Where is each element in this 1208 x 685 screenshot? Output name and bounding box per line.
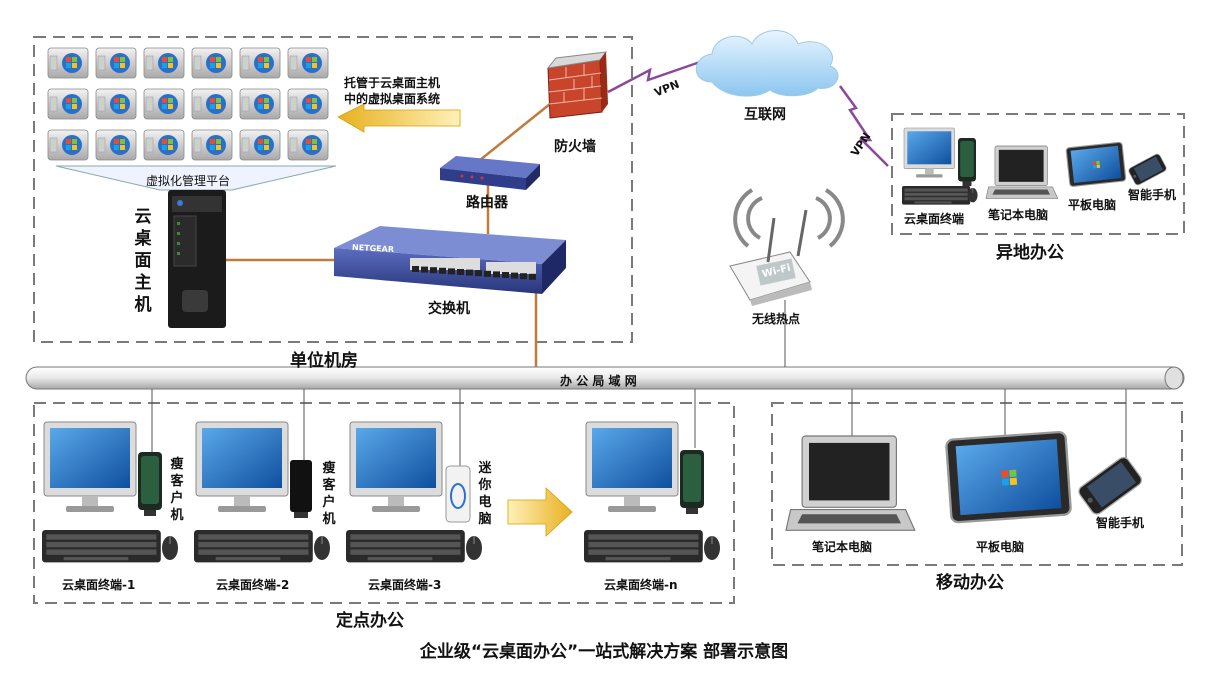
router-device xyxy=(440,156,540,190)
mobile-phone-label: 智能手机 xyxy=(1096,516,1145,530)
remote-laptop-label: 笔记本电脑 xyxy=(988,208,1049,222)
fixed-thinclient-n xyxy=(680,450,704,514)
remote-keyboard xyxy=(902,186,971,205)
fixed-keyboard-n xyxy=(584,530,703,563)
fixed-minipc-3 xyxy=(445,465,471,523)
virtual-desktop-icon xyxy=(287,47,329,79)
virtual-desktop-icon xyxy=(95,47,137,79)
fixed-monitor-3 xyxy=(349,421,443,513)
fixed-terminal-3-label: 云桌面终端-3 xyxy=(368,578,442,592)
fixed-office-title: 定点办公 xyxy=(336,611,404,631)
virtual-desktop-icon xyxy=(47,129,89,161)
vpn-link-firewall xyxy=(607,60,701,94)
fixed-mouse-n xyxy=(703,535,721,561)
virtual-desktop-icon xyxy=(239,47,281,79)
switch-label: 交换机 xyxy=(428,301,470,317)
fixed-keyboard-1 xyxy=(42,530,161,563)
router-label: 路由器 xyxy=(466,195,508,211)
virtual-desktop-icon xyxy=(47,47,89,79)
fixed-thinclient-1 xyxy=(138,452,162,516)
mobile-office-title: 移动办公 xyxy=(936,573,1004,593)
diagram-caption: 企业级“云桌面办公”一站式解决方案 部署示意图 xyxy=(419,642,789,662)
virtual-desktop-icon xyxy=(239,129,281,161)
virtual-desktop-icon xyxy=(191,47,233,79)
mini-pc-label: 迷你电脑 xyxy=(478,461,492,527)
remote-tablet-label: 平板电脑 xyxy=(1068,198,1117,212)
lan-bus-label: 办 公 局 域 网 xyxy=(560,374,637,388)
remote-phone-label: 智能手机 xyxy=(1128,188,1177,202)
fixed-mouse-2 xyxy=(313,535,331,561)
fixed-terminal-1-label: 云桌面终端-1 xyxy=(62,578,136,592)
server-tower xyxy=(168,190,226,328)
virtual-desktop-icon xyxy=(143,129,185,161)
virtual-desktop-icon xyxy=(287,88,329,120)
mobile-laptop-label: 笔记本电脑 xyxy=(812,540,873,554)
remote-terminal-label: 云桌面终端 xyxy=(904,212,965,226)
virtual-desktop-icon xyxy=(143,47,185,79)
remote-phone xyxy=(1127,152,1168,187)
lan-bus xyxy=(25,366,1185,390)
virtual-desktop-icon xyxy=(95,88,137,120)
remote-office-zone xyxy=(891,113,1185,235)
internet-label: 互联网 xyxy=(744,107,786,123)
hosted-arrow xyxy=(337,103,461,133)
vpn-link-remote xyxy=(838,85,889,167)
fixed-keyboard-3 xyxy=(346,530,465,563)
virtualization-platform-label: 虚拟化管理平台 xyxy=(146,174,231,188)
virtual-desktop-icon xyxy=(191,88,233,120)
cloud-host-label: 云桌面主机 xyxy=(134,207,152,315)
fixed-thinclient-2 xyxy=(290,460,312,518)
cables xyxy=(225,99,556,367)
ellipsis-arrow xyxy=(507,487,573,537)
firewall-label: 防火墙 xyxy=(554,139,596,155)
mobile-tablet-label: 平板电脑 xyxy=(976,540,1025,554)
firewall-device xyxy=(546,51,608,119)
virtual-desktop-icon xyxy=(239,88,281,120)
virtualization-funnel xyxy=(55,165,337,191)
virtual-desktop-icon xyxy=(191,129,233,161)
wifi-hotspot-device xyxy=(729,188,845,306)
remote-terminal xyxy=(903,127,955,178)
fixed-terminal-2-label: 云桌面终端-2 xyxy=(216,578,290,592)
fixed-mouse-3 xyxy=(465,535,483,561)
hosted-note-line1: 托管于云桌面主机 xyxy=(344,76,441,90)
thin-client-2-label: 瘦客户机 xyxy=(322,461,336,527)
remote-mouse xyxy=(967,187,978,203)
remote-office-title: 异地办公 xyxy=(996,243,1064,263)
virtual-desktop-icon xyxy=(287,129,329,161)
fixed-terminal-n-label: 云桌面终端-n xyxy=(604,578,678,592)
internet-cloud xyxy=(695,30,839,97)
hosted-note-line2: 中的虚拟桌面系统 xyxy=(344,92,441,106)
fixed-keyboard-2 xyxy=(194,530,313,563)
fixed-monitor-2 xyxy=(195,421,289,513)
wifi-hotspot-label: 无线热点 xyxy=(752,312,801,326)
remote-tablet xyxy=(1065,141,1127,188)
switch-device xyxy=(334,226,566,294)
mobile-laptop xyxy=(785,435,916,531)
server-room-zone xyxy=(33,36,633,343)
vm-grid xyxy=(47,47,329,161)
fixed-mouse-1 xyxy=(161,535,179,561)
thin-client-1-label: 瘦客户机 xyxy=(170,457,184,523)
fixed-monitor-n xyxy=(585,421,679,513)
mobile-tablet xyxy=(944,430,1073,524)
virtual-desktop-icon xyxy=(143,88,185,120)
server-room-title: 单位机房 xyxy=(290,351,358,371)
virtual-desktop-icon xyxy=(95,129,137,161)
virtual-desktop-icon xyxy=(47,88,89,120)
fixed-monitor-1 xyxy=(43,421,137,513)
remote-thinclient xyxy=(958,138,976,186)
remote-laptop xyxy=(985,145,1059,199)
mobile-phone xyxy=(1075,454,1145,517)
fixed-office-zone xyxy=(33,402,735,604)
